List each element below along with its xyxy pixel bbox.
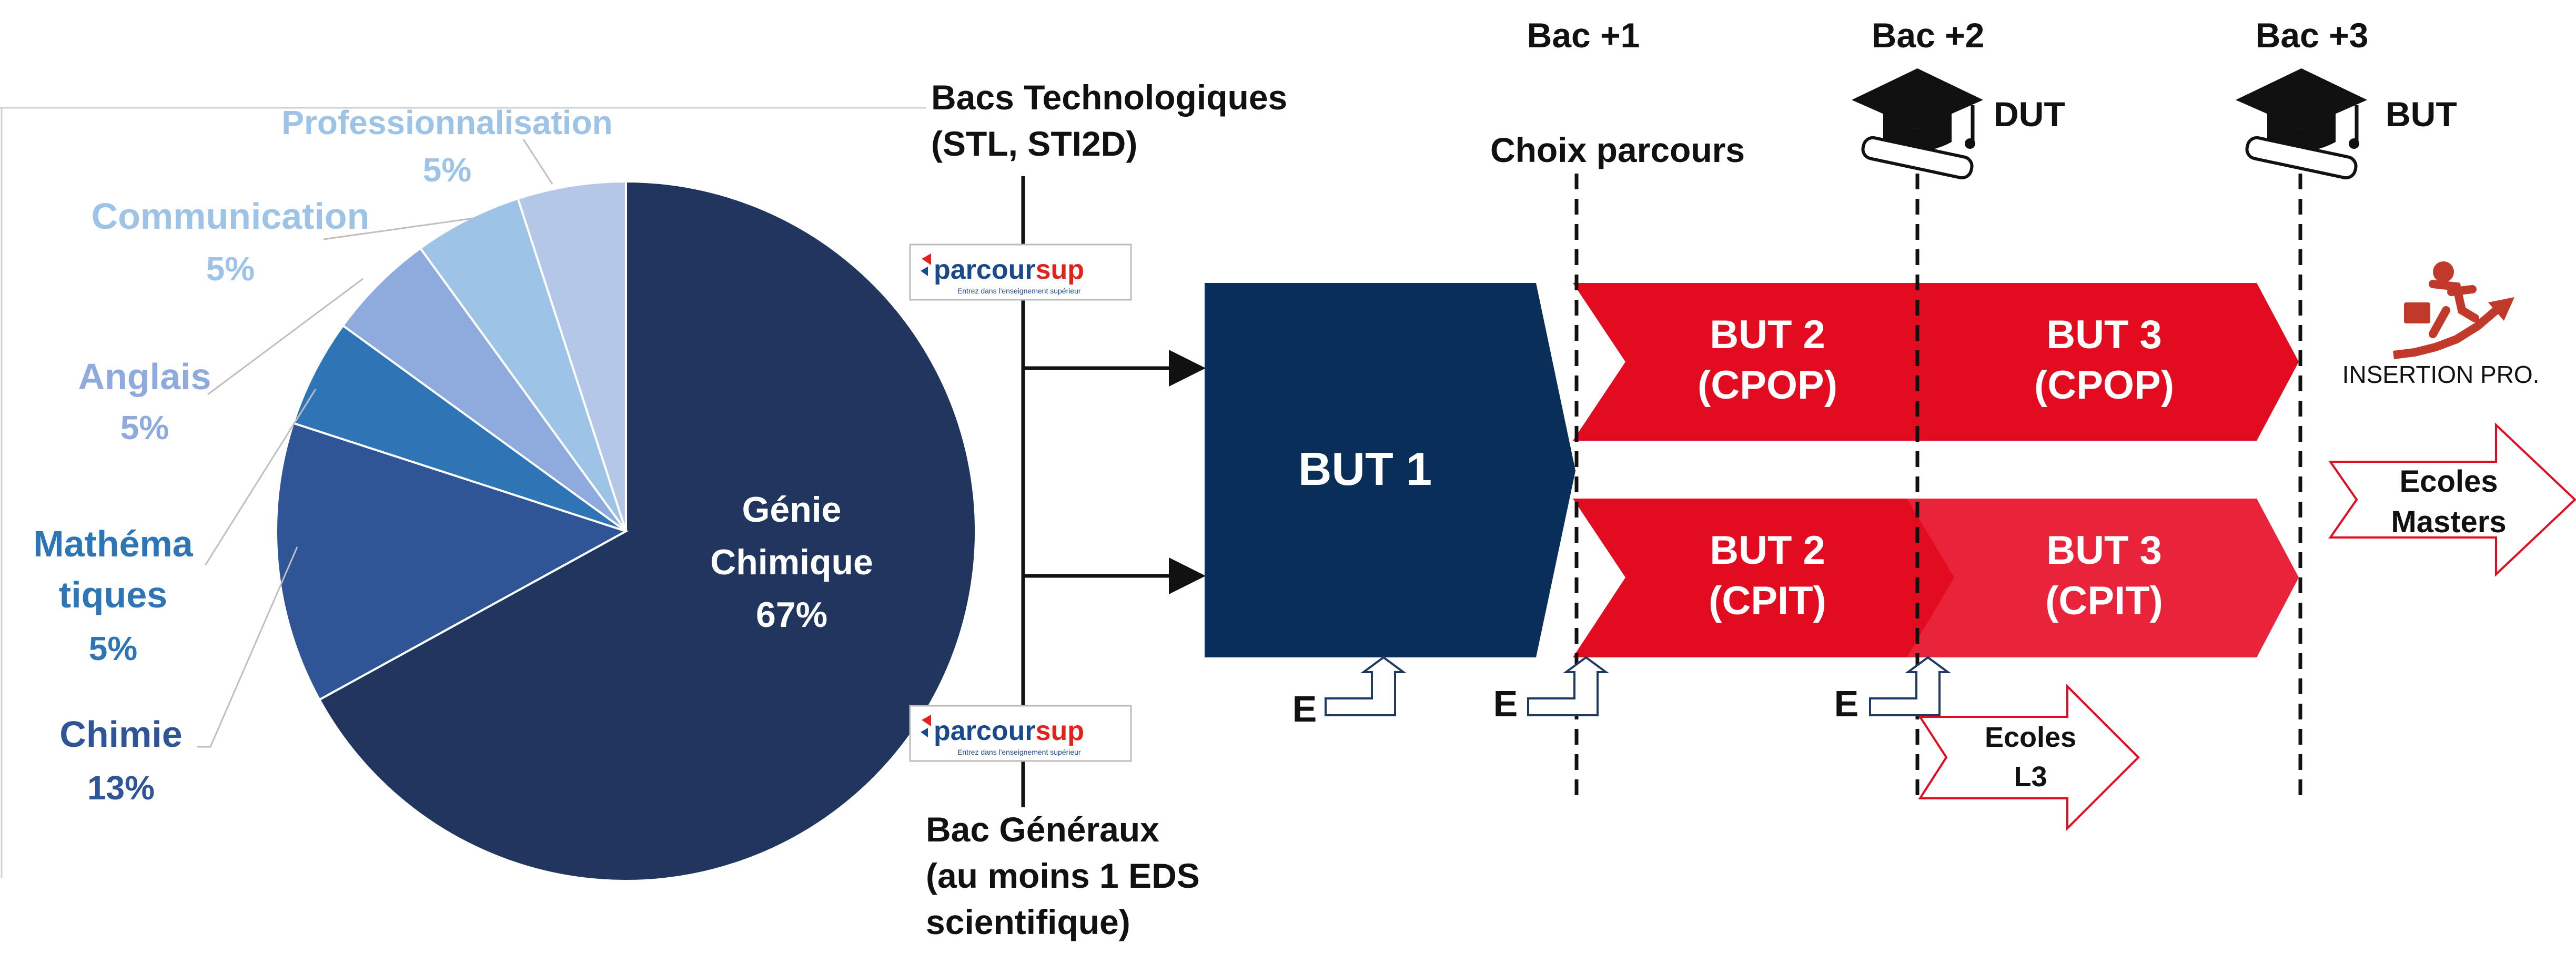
value-anglais: 5% (120, 409, 169, 447)
entry-bottom-line1: Bac Généraux (926, 810, 1159, 849)
entry-bottom-line3: scientifique) (926, 902, 1130, 941)
value-mathematiques: 5% (89, 630, 138, 667)
graduation-cap-icon-but (2236, 68, 2367, 180)
level-bac1: Bac +1 (1527, 16, 1640, 55)
parcoursup-logo-bottom[interactable]: parcoursup Entrez dans l'enseignement su… (909, 705, 1132, 762)
career-runner-icon (2393, 261, 2514, 359)
svg-text:parcoursup: parcoursup (934, 716, 1084, 746)
but2-cpop-shape (1573, 283, 1961, 441)
arrow-ecoles-masters (2328, 422, 2576, 577)
entry-top-line2: (STL, STI2D) (931, 124, 1137, 163)
but2-cpop-l1: BUT 2 (1710, 312, 1825, 357)
level-bac3: Bac +3 (2256, 16, 2369, 55)
diploma-dut: DUT (1994, 95, 2065, 134)
choix-parcours: Choix parcours (1490, 130, 1745, 169)
ecoles-masters-l2: Masters (2391, 505, 2506, 539)
but2-cpit-shape (1573, 499, 1961, 657)
bent-arrow-e2: E (1493, 656, 1610, 724)
pie-slice-1 (275, 421, 629, 702)
but3-cpit-shape (1907, 499, 2299, 657)
value-communication: 5% (206, 250, 255, 288)
ecoles-l3-l1: Ecoles (1985, 722, 2076, 753)
label-anglais: Anglais (78, 356, 211, 397)
entry-top-line1: Bacs Technologiques (931, 78, 1287, 117)
label-mathematiques-2: tiques (59, 574, 167, 615)
graduation-cap-icon-dut (1852, 68, 1983, 180)
label-genie-2: Chimique (710, 542, 873, 582)
arrow-ecoles-l3 (1918, 684, 2140, 831)
svg-text:E: E (1493, 683, 1518, 724)
value-professionnalisation: 5% (423, 151, 472, 189)
level-bac2: Bac +2 (1872, 16, 1985, 55)
but3-cpit-l1: BUT 3 (2046, 528, 2162, 573)
label-chimie: Chimie (59, 714, 182, 755)
svg-text:parcoursup: parcoursup (934, 255, 1084, 285)
label-professionnalisation: Professionnalisation (281, 104, 612, 141)
bent-arrow-e3: E (1834, 656, 1952, 724)
but3-cpop-l2: (CPOP) (2034, 363, 2174, 408)
svg-text:E: E (1292, 688, 1317, 729)
bent-arrow-e1: E (1292, 656, 1407, 729)
pie-slice-3 (341, 247, 627, 532)
ecoles-masters-l1: Ecoles (2400, 464, 2498, 499)
value-chimie: 13% (87, 769, 155, 807)
but3-cpop-shape (1907, 283, 2299, 441)
insertion-pro: INSERTION PRO. (2342, 361, 2540, 388)
but2-cpop-l2: (CPOP) (1698, 363, 1837, 408)
pie-slice-2 (292, 324, 627, 532)
svg-text:E: E (1834, 683, 1859, 724)
value-genie: 67% (756, 595, 827, 635)
but2-cpit-l2: (CPIT) (1709, 579, 1826, 623)
ecoles-l3-l2: L3 (2014, 761, 2047, 793)
parcoursup-logo-top[interactable]: parcoursup Entrez dans l'enseignement su… (909, 244, 1132, 301)
diploma-but: BUT (2386, 95, 2457, 134)
but3-cpop-l1: BUT 3 (2046, 312, 2162, 357)
label-genie-1: Génie (742, 490, 842, 530)
pie-slice-5 (516, 180, 627, 532)
label-communication: Communication (92, 196, 370, 237)
but2-cpit-l1: BUT 2 (1710, 528, 1825, 573)
entry-bottom-line2: (au moins 1 EDS (926, 856, 1200, 895)
label-mathematiques-1: Mathéma (33, 523, 193, 564)
svg-text:Entrez dans l'enseignement sup: Entrez dans l'enseignement supérieur (957, 748, 1081, 756)
but3-cpit-l2: (CPIT) (2045, 579, 2163, 623)
pie-chart (275, 180, 977, 882)
but1-shape (1205, 283, 1575, 657)
leader-lines (197, 139, 553, 748)
but1-label: BUT 1 (1298, 443, 1432, 495)
svg-text:Entrez dans l'enseignement sup: Entrez dans l'enseignement supérieur (957, 287, 1081, 295)
